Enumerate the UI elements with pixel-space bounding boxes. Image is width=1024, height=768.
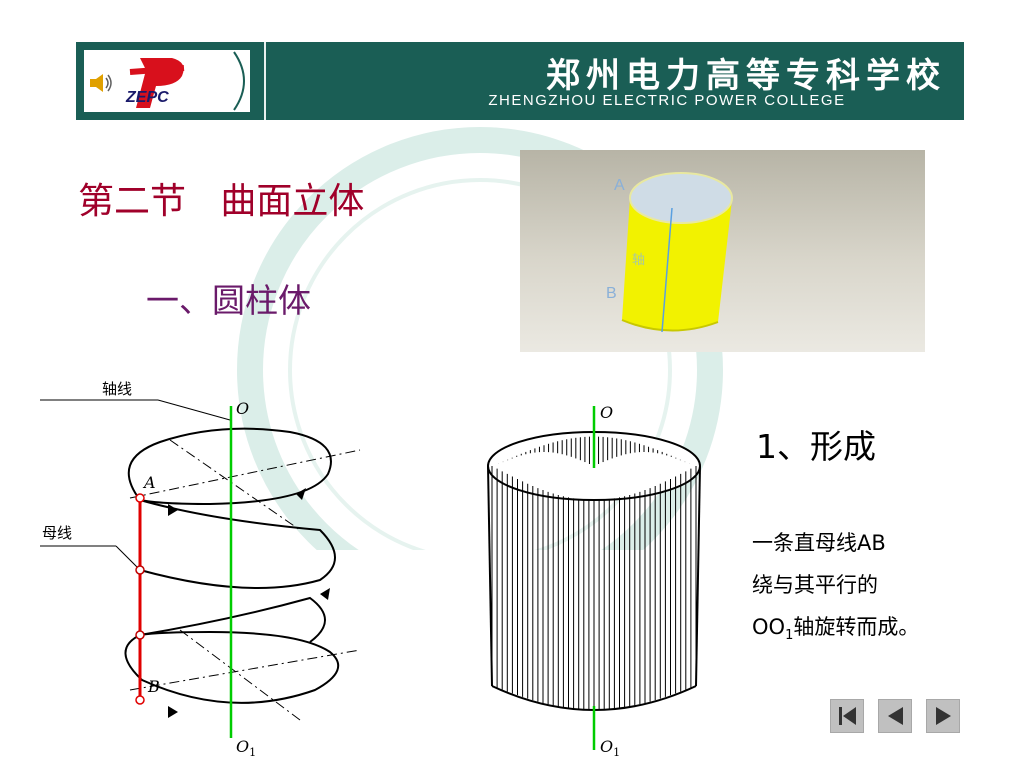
logo-text: ZEPC xyxy=(125,89,169,106)
header-banner: ZEPC xyxy=(76,42,964,120)
right-label-o1: O1 xyxy=(600,737,620,759)
photo-label-b: B xyxy=(606,285,617,302)
previous-slide-icon xyxy=(888,707,903,725)
rotation-diagram: 轴线 母线 O O1 A B xyxy=(40,380,361,759)
formation-description: 一条直母线AB 绕与其平行的 OO1轴旋转而成。 xyxy=(752,522,919,657)
formation-heading: 1、形成 xyxy=(756,427,876,466)
label-o1: O1 xyxy=(236,737,256,759)
ruled-cylinder-diagram: O O1 xyxy=(487,403,701,759)
watermark-seal xyxy=(237,127,723,550)
photo-label-a: A xyxy=(614,177,625,194)
next-slide-icon xyxy=(936,707,951,725)
desc-line-2: 绕与其平行的 xyxy=(752,573,878,597)
desc-line-3: OO1轴旋转而成。 xyxy=(752,615,920,644)
first-slide-button[interactable] xyxy=(830,699,864,733)
sub-title: 一、圆柱体 xyxy=(146,281,311,320)
previous-slide-button[interactable] xyxy=(878,699,912,733)
school-name-en: ZHENGZHOU ELECTRIC POWER COLLEGE xyxy=(488,92,846,109)
label-o: O xyxy=(236,399,249,418)
zepc-logo: ZEPC xyxy=(125,51,245,111)
logo-area: ZEPC xyxy=(76,42,264,120)
school-name-cn: 郑州电力高等专科学校 xyxy=(546,56,946,96)
desc-line-1: 一条直母线AB xyxy=(752,531,886,555)
label-a: A xyxy=(142,473,156,492)
school-name-panel xyxy=(382,42,964,120)
right-label-o: O xyxy=(600,403,613,422)
section-title: 第二节 曲面立体 xyxy=(78,181,365,222)
cylinder-render-image: A B 轴 xyxy=(520,150,925,352)
first-slide-icon xyxy=(839,707,856,725)
next-slide-button[interactable] xyxy=(926,699,960,733)
generator-label: 母线 xyxy=(42,524,72,542)
label-b: B xyxy=(147,677,160,696)
photo-label-axis: 轴 xyxy=(632,253,645,268)
axis-label: 轴线 xyxy=(102,380,132,398)
speaker-icon[interactable] xyxy=(88,72,114,94)
